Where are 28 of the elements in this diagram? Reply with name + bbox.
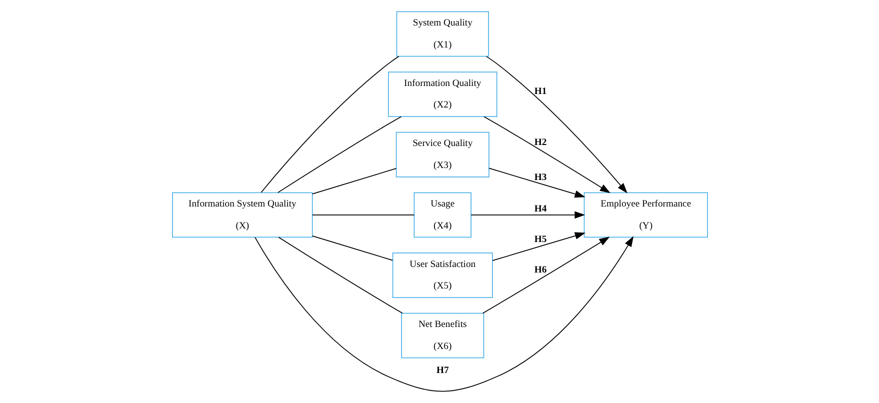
node-box: System Quality (X1) bbox=[396, 11, 488, 57]
arrow bbox=[485, 56, 627, 194]
edge-label: H1 bbox=[534, 86, 546, 98]
connector bbox=[278, 236, 402, 314]
arrow bbox=[488, 168, 585, 198]
connector bbox=[312, 214, 414, 216]
node-box: Net Benefits (X6) bbox=[400, 312, 484, 358]
node-box: User Satisfaction (X5) bbox=[392, 252, 492, 298]
node-box: Employee Performance (Y) bbox=[583, 192, 708, 238]
edge-label: H4 bbox=[534, 203, 546, 214]
arrow bbox=[254, 236, 634, 392]
connector bbox=[312, 236, 392, 261]
node-box: Information Quality (X2) bbox=[387, 72, 497, 118]
connector bbox=[276, 116, 402, 193]
connector bbox=[260, 56, 399, 193]
edge-label: H2 bbox=[534, 136, 546, 148]
arrow bbox=[492, 232, 585, 262]
arrow bbox=[482, 236, 610, 314]
connector bbox=[312, 168, 396, 194]
edge-label: H7 bbox=[436, 364, 448, 376]
edge-label: H3 bbox=[534, 172, 546, 183]
edge-label: H5 bbox=[534, 234, 546, 245]
arrow bbox=[483, 116, 610, 194]
edge-label: H6 bbox=[534, 264, 546, 276]
node-box: Service Quality (X3) bbox=[395, 132, 489, 178]
node-box: Usage (X4) bbox=[413, 192, 471, 238]
arrow bbox=[470, 211, 585, 219]
node-box: Information System Quality (X) bbox=[172, 192, 312, 238]
